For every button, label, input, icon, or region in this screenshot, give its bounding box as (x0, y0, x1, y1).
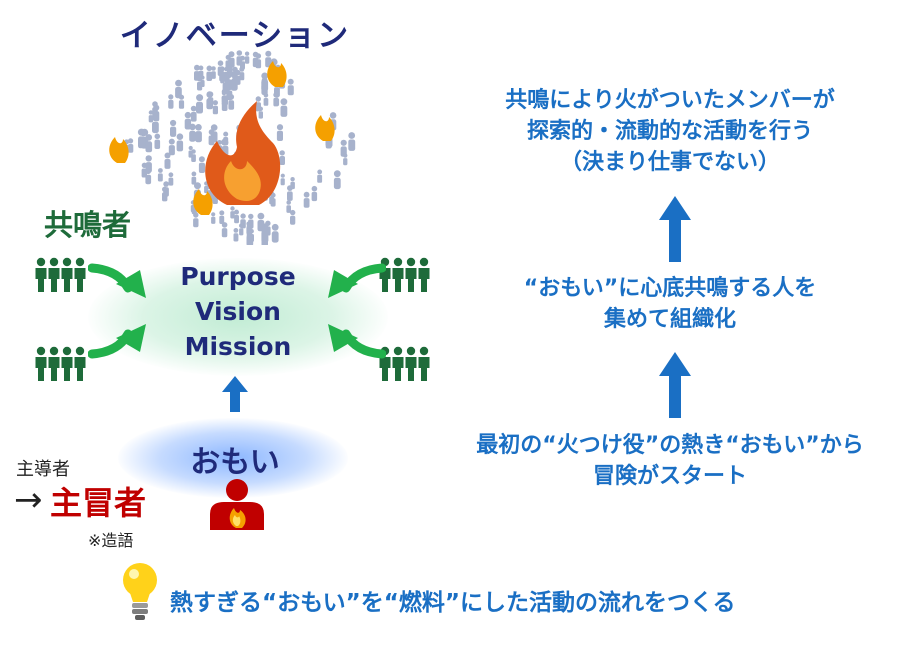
up-arrow-icon (222, 376, 248, 412)
up-arrow-icon (659, 352, 691, 418)
right-top-text: 共鳴により火がついたメンバーが 探索的・流動的な活動を行う （決まり仕事でない） (430, 85, 910, 178)
crowd-illustration (109, 50, 356, 245)
fire-icon (109, 61, 335, 215)
right-middle-line: “おもい”に心底共鳴する人を (523, 276, 817, 301)
leader-arrow: → (14, 480, 43, 520)
people-group-icon (379, 346, 430, 381)
right-middle-text: “おもい”に心底共鳴する人を 集めて組織化 (430, 273, 910, 335)
fire-icon (205, 101, 281, 205)
leader-new-label: 主冒者 (50, 484, 147, 522)
people-group-icon (35, 346, 86, 381)
right-top-line: （決まり仕事でない） (559, 150, 780, 175)
people-group-icon (35, 257, 86, 292)
right-bottom-text: 最初の“火つけ役”の熱き“おもい”から 冒険がスタート (430, 430, 910, 492)
coined-word-note: ※造語 (88, 531, 134, 550)
people-group-icon (379, 257, 430, 292)
innovation-title: イノベーション (119, 18, 351, 54)
right-top-line: 探索的・流動的な活動を行う (526, 119, 813, 144)
vision-label: Vision (195, 297, 281, 326)
right-bottom-line: 最初の“火つけ役”の熱き“おもい”から (476, 433, 864, 458)
person-with-fire-icon (210, 479, 264, 530)
green-arrow-icon (328, 263, 386, 298)
resonators-label: 共鳴者 (44, 208, 132, 242)
lightbulb-icon (123, 563, 157, 620)
green-arrow-icon (328, 324, 386, 359)
leader-old-label: 主導者 (16, 459, 70, 480)
up-arrow-icon (659, 196, 691, 262)
green-arrow-icon (88, 263, 146, 298)
green-arrow-icon (88, 324, 146, 359)
mission-label: Mission (184, 332, 292, 361)
omoi-label: おもい (190, 445, 280, 480)
right-bottom-line: 冒険がスタート (592, 464, 747, 489)
purpose-label: Purpose (180, 262, 296, 291)
bottom-message: 熱すぎる“おもい”を“燃料”にした活動の流れをつくる (170, 590, 736, 616)
right-top-line: 共鳴により火がついたメンバーが (505, 88, 835, 113)
right-middle-line: 集めて組織化 (603, 307, 736, 332)
